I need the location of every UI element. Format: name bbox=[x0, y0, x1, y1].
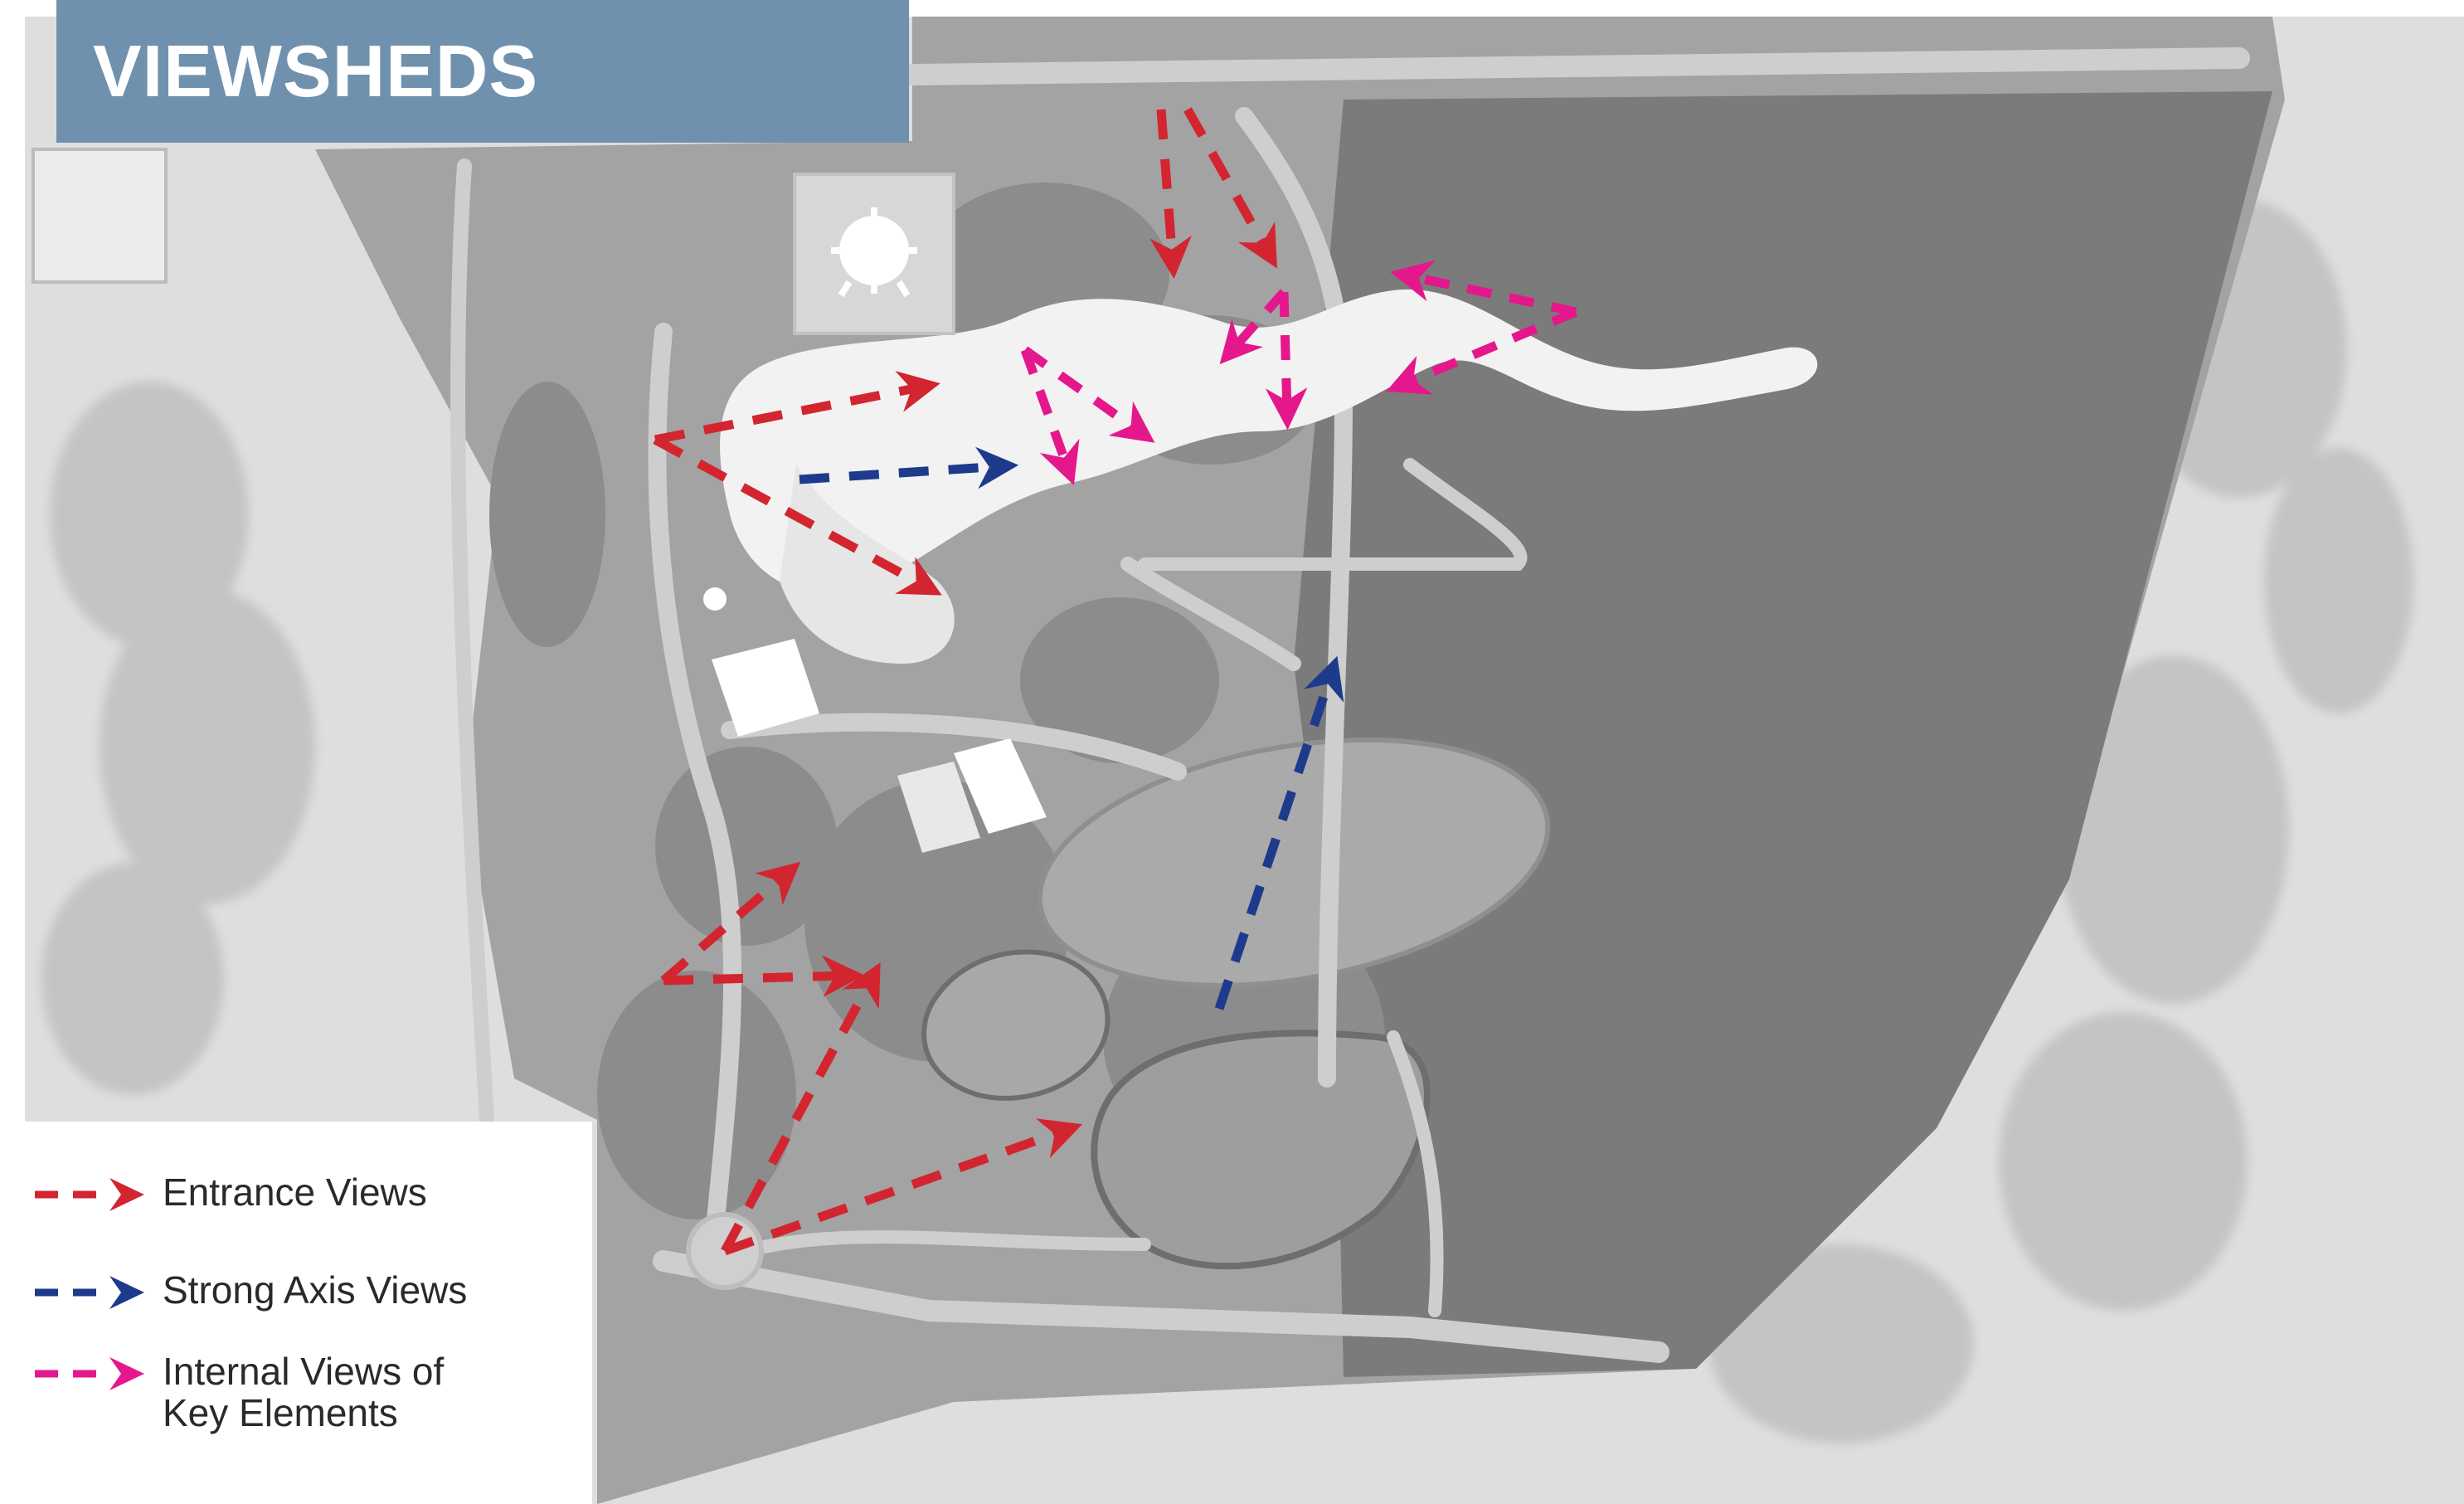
neighbor-building bbox=[32, 148, 168, 284]
lower-plaza bbox=[780, 465, 955, 664]
entrance-view-arrow bbox=[721, 962, 881, 1253]
entrance-view-arrow bbox=[653, 436, 942, 596]
entrance-view-arrow bbox=[660, 861, 801, 985]
title-banner: VIEWSHEDS bbox=[56, 0, 909, 143]
site-marker bbox=[703, 587, 727, 611]
internal-view-arrow bbox=[1022, 346, 1155, 443]
axis-view-arrow bbox=[799, 446, 1019, 489]
umbrella-legs bbox=[831, 207, 917, 298]
entrance-view-arrow bbox=[1183, 107, 1277, 269]
legend-label-entrance: Entrance Views bbox=[163, 1171, 427, 1214]
shelter-roof-west bbox=[712, 639, 819, 737]
axis-view-arrow bbox=[1214, 655, 1344, 1010]
park-paths bbox=[450, 47, 2250, 1363]
entrance-view-arrows bbox=[653, 107, 1277, 1256]
legend: Entrance Views Strong Axis Views Interna… bbox=[0, 1122, 592, 1504]
entrance-view-arrow bbox=[723, 1118, 1083, 1256]
legend-label-internal-line2: Key Elements bbox=[163, 1391, 398, 1434]
legend-label-internal-line1: Internal Views of bbox=[163, 1350, 445, 1393]
central-plaza bbox=[720, 289, 1818, 594]
dashed-arrow-icon bbox=[35, 1276, 144, 1309]
umbrella-icon bbox=[839, 216, 909, 285]
internal-view-arrow bbox=[1390, 260, 1577, 317]
internal-view-arrows bbox=[1020, 260, 1578, 486]
shelter-roof-east bbox=[954, 738, 1047, 834]
dashed-arrow-icon bbox=[35, 1357, 144, 1390]
garden-bed bbox=[921, 949, 1111, 1101]
legend-label-axis: Strong Axis Views bbox=[163, 1268, 468, 1312]
dashed-arrow-icon bbox=[35, 1178, 144, 1211]
forest-east bbox=[1294, 91, 2272, 1377]
internal-view-arrow bbox=[1386, 307, 1578, 395]
internal-view-arrow bbox=[1219, 289, 1288, 365]
axis-view-arrows bbox=[799, 446, 1344, 1010]
surrounding-trees bbox=[41, 199, 2413, 1443]
legend-label-internal: Internal Views of Key Elements bbox=[163, 1351, 577, 1433]
shelter-stage bbox=[897, 762, 980, 853]
internal-view-arrow bbox=[1265, 291, 1308, 431]
lower-garden-loop bbox=[1091, 1029, 1431, 1270]
entrance-view-arrow bbox=[1149, 109, 1192, 280]
entrance-view-arrow bbox=[663, 955, 865, 998]
page-title: VIEWSHEDS bbox=[93, 30, 539, 112]
internal-view-arrow bbox=[1020, 348, 1080, 486]
entrance-view-arrow bbox=[654, 371, 940, 445]
oval-lawn bbox=[1037, 737, 1551, 989]
